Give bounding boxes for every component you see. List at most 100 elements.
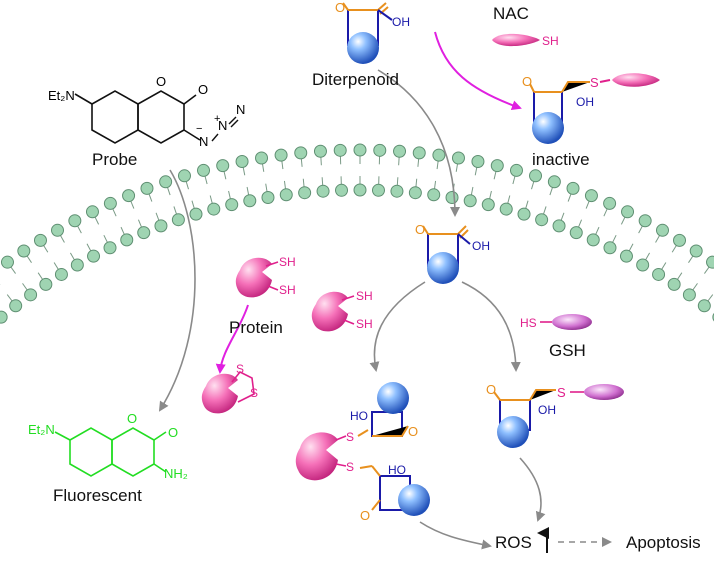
lipid-head bbox=[656, 224, 668, 236]
lipid-head bbox=[141, 182, 153, 194]
reaction-arrows bbox=[160, 32, 610, 553]
arrow-probe-fluorescent bbox=[160, 170, 195, 410]
lipid-head bbox=[226, 199, 238, 211]
protein-thiol-icon bbox=[236, 258, 278, 298]
lipid-head bbox=[299, 187, 311, 199]
atom-sh: SH bbox=[542, 34, 559, 48]
lipid-head bbox=[491, 160, 503, 172]
atom-s-2: S bbox=[250, 386, 258, 400]
lipid-head bbox=[409, 187, 421, 199]
atom-s-1: S bbox=[236, 362, 244, 376]
lipid-head bbox=[55, 268, 67, 280]
label-probe: Probe bbox=[92, 150, 137, 170]
lipid-head bbox=[34, 234, 46, 246]
lipid-head bbox=[622, 206, 634, 218]
lipid-head bbox=[446, 191, 458, 203]
lipid-head bbox=[536, 214, 548, 226]
atom-et2n-fluor: Et₂N bbox=[28, 422, 55, 437]
atom-sh-3: SH bbox=[356, 289, 373, 303]
lipid-head bbox=[256, 152, 268, 164]
lipid-head bbox=[172, 214, 184, 226]
atom-o-gsh: O bbox=[486, 382, 496, 397]
label-apoptosis: Apoptosis bbox=[626, 533, 701, 553]
atom-sh-1: SH bbox=[279, 255, 296, 269]
probe-molecule bbox=[75, 91, 200, 143]
lipid-head bbox=[314, 145, 326, 157]
atom-et2n: Et₂N bbox=[48, 88, 75, 103]
label-protein: Protein bbox=[229, 318, 283, 338]
lipid-head bbox=[236, 156, 248, 168]
label-fluorescent: Fluorescent bbox=[53, 486, 142, 506]
label-diterpenoid: Diterpenoid bbox=[312, 70, 399, 90]
lipid-head bbox=[198, 164, 210, 176]
lipid-head bbox=[637, 259, 649, 271]
lipid-head bbox=[354, 144, 366, 156]
atom-oh-inactive: OH bbox=[576, 95, 594, 109]
atom-n1: N bbox=[199, 134, 208, 149]
lipid-head bbox=[587, 234, 599, 246]
lipid-head bbox=[10, 300, 22, 312]
lipid-head bbox=[570, 227, 582, 239]
lipid-head bbox=[548, 176, 560, 188]
lipid-head bbox=[190, 208, 202, 220]
lipid-head bbox=[707, 256, 714, 268]
lipid-head bbox=[25, 289, 37, 301]
lipid-head bbox=[208, 203, 220, 215]
lipid-head bbox=[86, 206, 98, 218]
atom-s-adduct-1: S bbox=[346, 430, 354, 444]
atom-sh-2: SH bbox=[279, 283, 296, 297]
atom-s-inactive: S bbox=[590, 75, 599, 90]
atom-ho-adduct-2: HO bbox=[388, 463, 406, 477]
lipid-head bbox=[155, 220, 167, 232]
atom-n3: N bbox=[236, 102, 245, 117]
lipid-head bbox=[553, 220, 565, 232]
protein-disulfide-icon bbox=[202, 372, 254, 413]
label-nac: NAC bbox=[493, 4, 529, 24]
atom-o-fluor-2: O bbox=[168, 425, 178, 440]
lipid-head bbox=[52, 224, 64, 236]
gsh-icon bbox=[540, 314, 592, 330]
atom-o-fluor-1: O bbox=[127, 411, 137, 426]
atom-o-carbonyl: O bbox=[198, 82, 208, 97]
diterpenoid-molecule bbox=[343, 3, 392, 64]
lipid-head bbox=[71, 259, 83, 271]
label-gsh: GSH bbox=[549, 341, 586, 361]
lipid-head bbox=[452, 152, 464, 164]
lipid-head bbox=[472, 156, 484, 168]
lipid-head bbox=[336, 184, 348, 196]
atom-o-mid: O bbox=[415, 222, 425, 237]
fluorescent-molecule bbox=[55, 428, 166, 476]
lipid-head bbox=[18, 245, 30, 257]
lipid-head bbox=[262, 191, 274, 203]
protein-thiol-icon-2 bbox=[312, 292, 354, 332]
lipid-head bbox=[334, 144, 346, 156]
atom-o-adduct-1: O bbox=[408, 424, 418, 439]
lipid-head bbox=[464, 195, 476, 207]
lipid-head bbox=[178, 170, 190, 182]
lipid-head bbox=[510, 164, 522, 176]
atom-nh2: NH₂ bbox=[164, 466, 188, 481]
atom-o: O bbox=[335, 0, 345, 15]
lipid-head bbox=[280, 189, 292, 201]
lipid-head bbox=[104, 242, 116, 254]
atom-s-adduct-2: S bbox=[346, 460, 354, 474]
lipid-head bbox=[567, 182, 579, 194]
lipid-head bbox=[217, 160, 229, 172]
lipid-head bbox=[354, 184, 366, 196]
lipid-head bbox=[683, 289, 695, 301]
lipid-head bbox=[295, 147, 307, 159]
lipid-head bbox=[1, 256, 13, 268]
lipid-head bbox=[518, 208, 530, 220]
lipid-head bbox=[317, 185, 329, 197]
arrow-gsh-ros bbox=[520, 458, 541, 520]
lipid-head bbox=[653, 268, 665, 280]
lipid-head bbox=[639, 215, 651, 227]
arrow-adduct-ros bbox=[420, 522, 490, 546]
atom-o-ring: O bbox=[156, 74, 166, 89]
lipid-head bbox=[433, 149, 445, 161]
lipid-head bbox=[604, 197, 616, 209]
atom-o-adduct-2: O bbox=[360, 508, 370, 523]
lipid-head bbox=[374, 144, 386, 156]
lipid-head bbox=[275, 149, 287, 161]
lipid-head bbox=[413, 147, 425, 159]
